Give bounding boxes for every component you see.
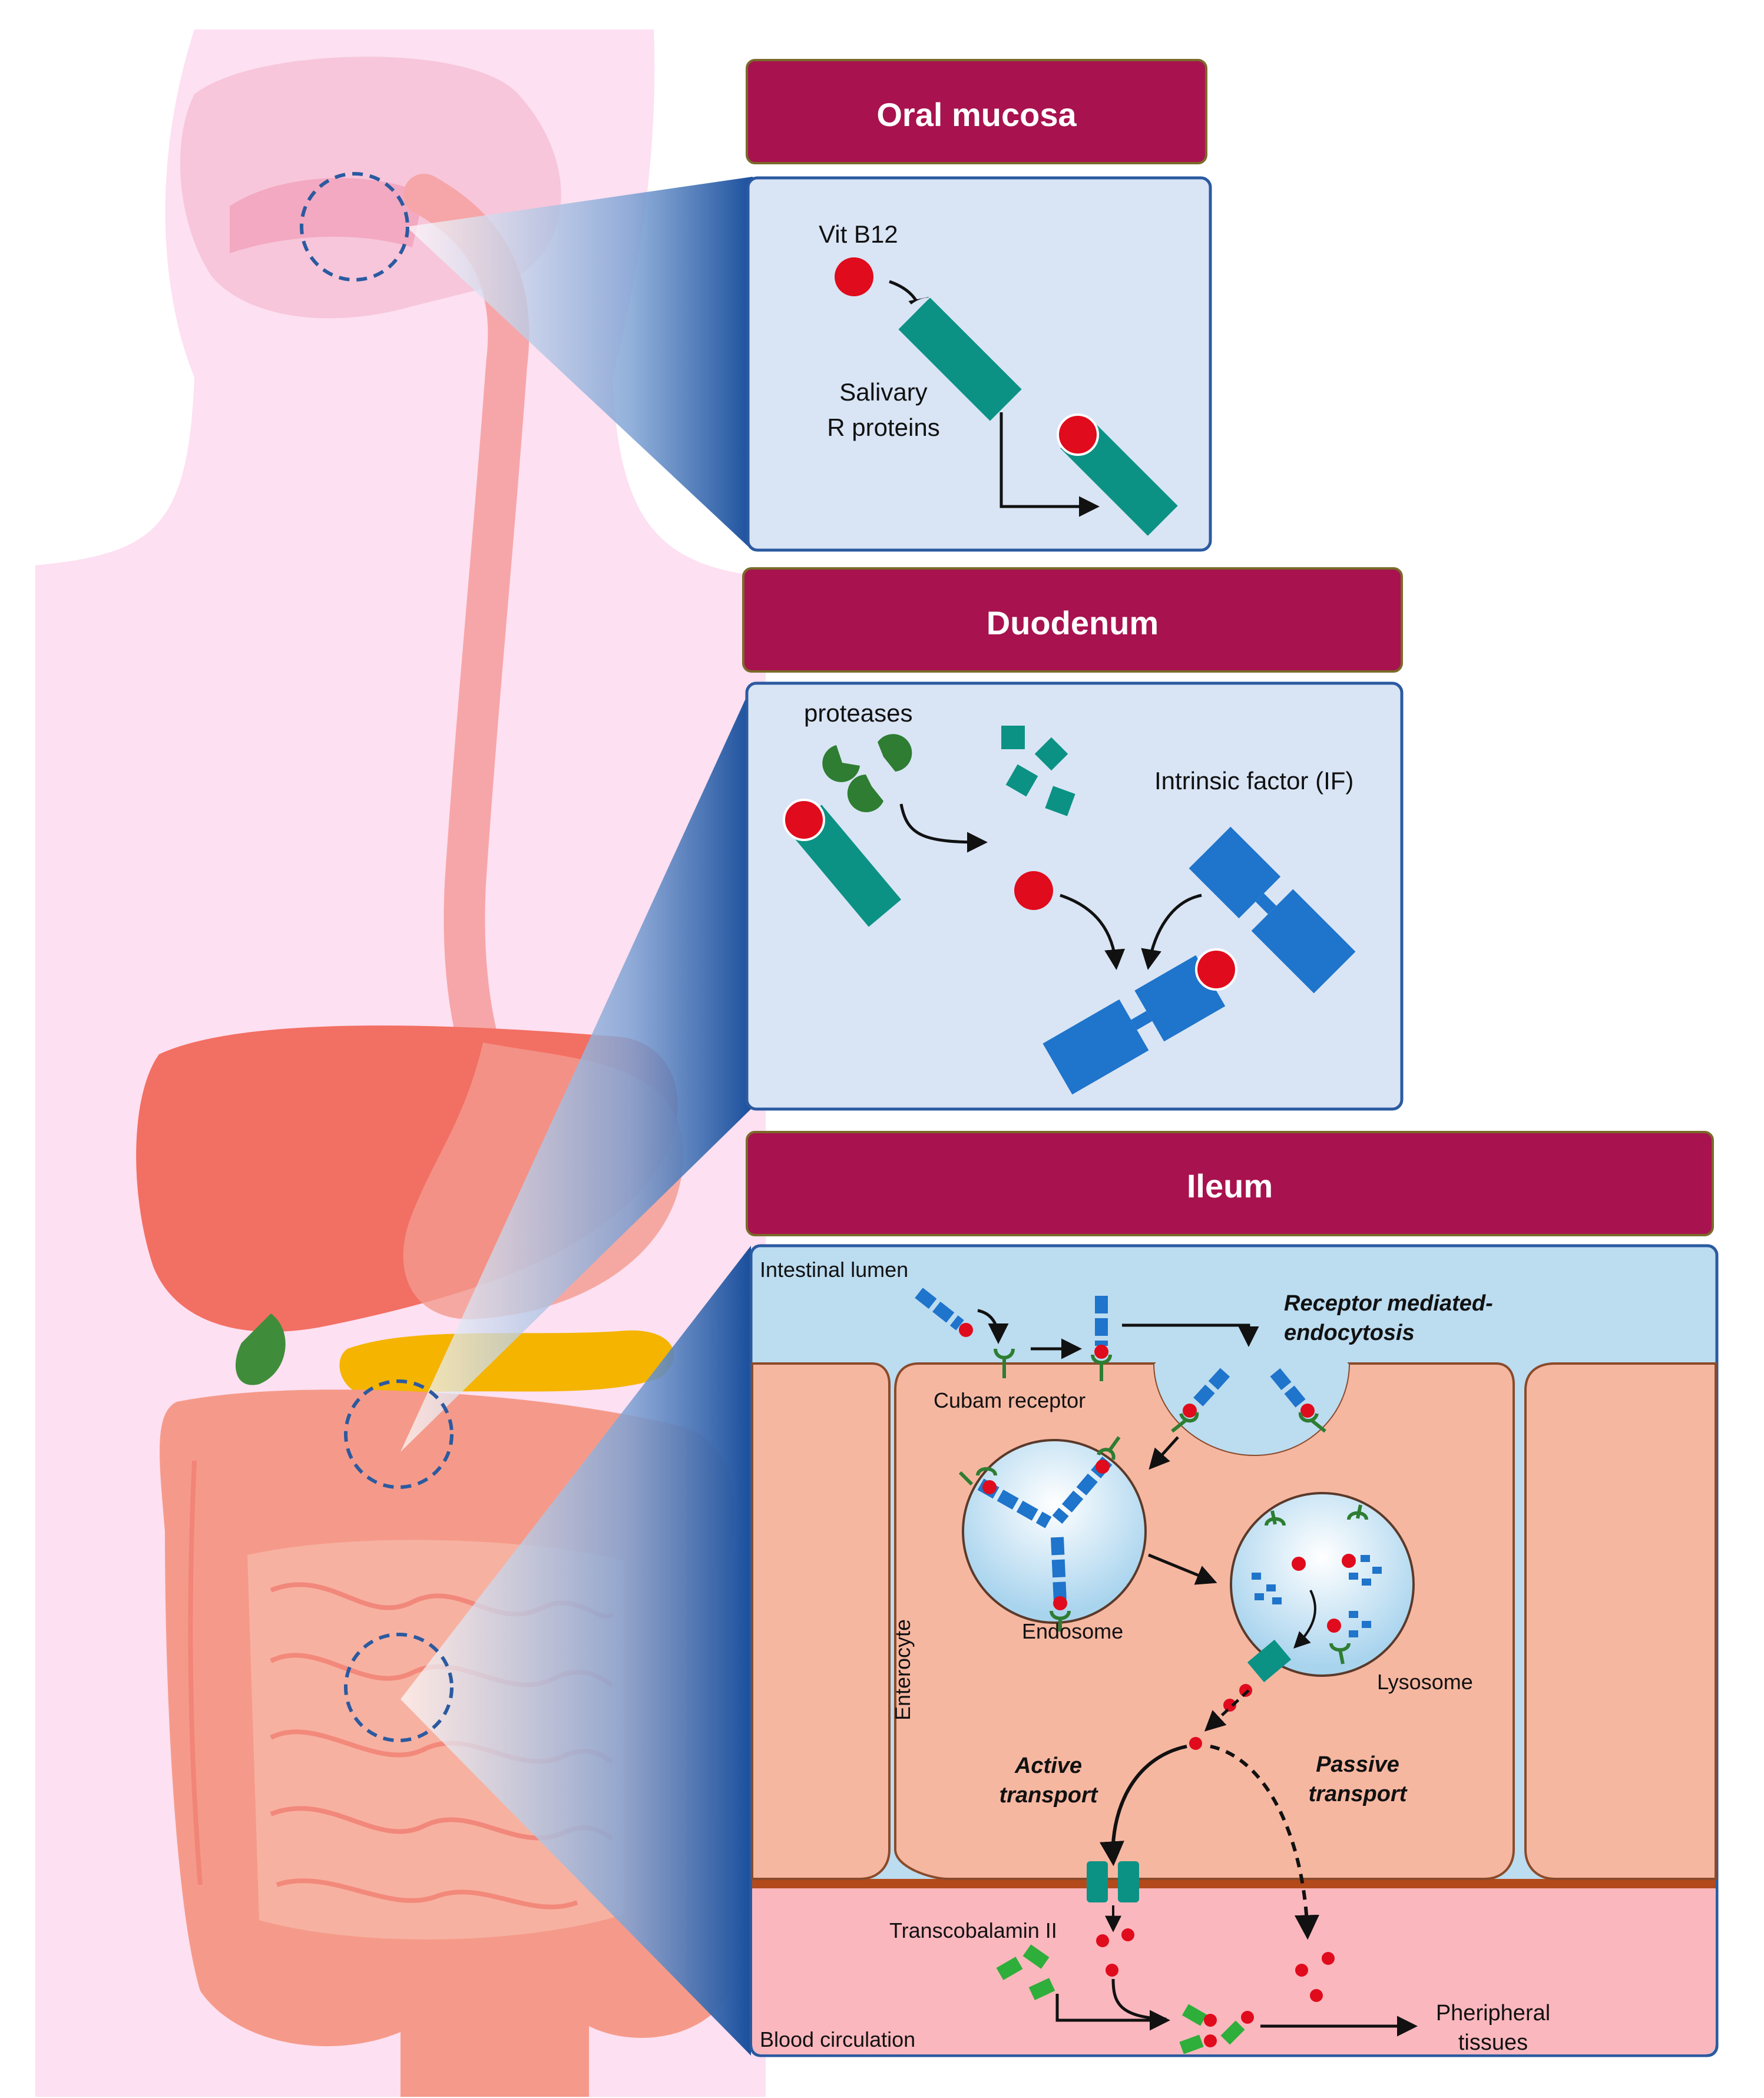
vit-b12-label: Vit B12 [819,220,898,248]
active-transport-line1: Active [1014,1753,1082,1778]
blood-circulation-label: Blood circulation [760,2027,915,2051]
degraded-r-protein-fragments [1001,726,1075,816]
zoom-circle-oral [300,172,409,282]
zoom-circle-ileum [344,1633,454,1742]
duodenum-header: Duodenum [742,567,1403,673]
oral-mucosa-header: Oral mucosa [746,59,1207,164]
b12-transcobalamin-complex [1179,2004,1254,2054]
salivary-r-protein [898,297,1022,421]
passive-transport-line2: transport [1309,1782,1408,1806]
salivary-label-line1: Salivary [839,378,927,406]
neighbor-cell-left [751,1362,891,1880]
zoom-beam-oral [406,177,753,551]
oral-mucosa-title: Oral mucosa [876,96,1077,133]
oral-mucosa-panel: Vit B12 Salivary R proteins [746,176,1212,552]
transcobalamin-label: Transcobalamin II [889,1918,1057,1943]
zoom-circle-duodenum [344,1379,454,1489]
rme-label-line1: Receptor mediated- [1284,1291,1493,1316]
released-b12-r-protein [1247,1639,1292,1683]
proteases-label: proteases [804,699,912,727]
intrinsic-factor-label: Intrinsic factor (IF) [1154,767,1353,795]
zoom-beam-ileum [401,1246,751,2056]
basolateral-transporter [1087,1861,1139,1902]
duodenum-title: Duodenum [987,604,1159,641]
ileum-title: Ileum [1187,1167,1273,1204]
ileum-header: Ileum [746,1131,1714,1236]
intestinal-lumen-label: Intestinal lumen [760,1258,908,1282]
bound-complex-receptor [1091,1296,1112,1381]
rme-label-line2: endocytosis [1284,1321,1415,1345]
invaginating-complex-right [1270,1368,1326,1433]
invaginating-complex-left [1171,1368,1230,1433]
endosome-label: Endosome [1022,1619,1123,1643]
transcobalamin-ii-proteins [996,1944,1055,2000]
intrinsic-factor-protein [1189,826,1356,994]
peripheral-tissues-line2: tissues [1458,2030,1528,2055]
b12-r-protein-duodenum [783,799,902,927]
cubam-receptor-1 [994,1348,1015,1378]
free-b12-release [1189,1684,1252,1750]
pancreas [339,1330,674,1397]
lysosome-label: Lysosome [1377,1670,1473,1694]
salivary-label-line2: R proteins [827,413,939,441]
endosome [958,1436,1147,1632]
neighbor-cell-right [1524,1362,1717,1880]
b12-if-complex [1042,948,1237,1095]
enterocyte-label: Enterocyte [891,1619,915,1720]
peripheral-tissues-line1: Pheripheral [1436,2001,1550,2026]
zoom-beam-duodenum [401,683,753,1452]
passive-transport-line1: Passive [1316,1752,1399,1777]
ileum-panel: Intestinal lumen Receptor mediated- endo… [749,1244,1719,2057]
cubam-receptor-label: Cubam receptor [934,1388,1085,1412]
gallbladder [236,1313,286,1385]
incoming-b12-if-complex [915,1288,973,1337]
lysosome [1230,1492,1415,1677]
b12-r-protein-complex [1057,413,1178,536]
active-transport-line2: transport [1000,1783,1098,1808]
protease-enzymes [822,734,912,812]
duodenum-panel: proteases Intrinsic factor (IF) [745,681,1404,1111]
b12-in-blood [1096,1928,1335,2002]
vit-b12-molecule [835,257,873,296]
free-vit-b12 [1014,871,1053,910]
